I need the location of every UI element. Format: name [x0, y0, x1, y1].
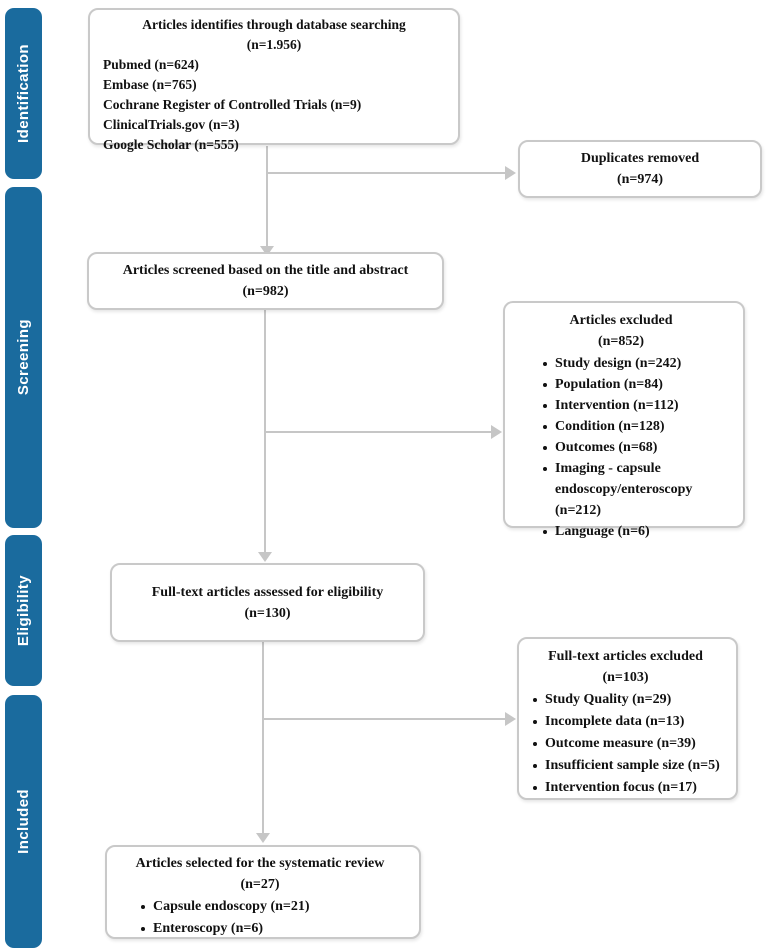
exclusion-reason: Imaging - capsule endoscopy/enteroscopy …	[541, 458, 737, 521]
box-fulltext-excluded: Full-text articles excluded (n=103) Stud…	[517, 637, 738, 800]
box-articles-screened-count: (n=982)	[242, 284, 289, 299]
box-articles-selected-count: (n=27)	[240, 877, 280, 892]
box-articles-selected: Articles selected for the systematic rev…	[105, 845, 421, 939]
arrowhead-right-1	[505, 166, 516, 180]
box-fulltext-excluded-title: Full-text articles excluded	[548, 649, 703, 664]
box-fulltext-excluded-count: (n=103)	[602, 670, 649, 685]
exclusion-reason: Population (n=84)	[541, 374, 737, 395]
source-line: Embase (n=765)	[103, 77, 197, 92]
box-articles-excluded-title: Articles excluded	[569, 313, 673, 328]
exclusion-reason: Condition (n=128)	[541, 416, 737, 437]
box-articles-identified: Articles identifies through database sea…	[88, 8, 460, 152]
source-line: ClinicalTrials.gov (n=3)	[103, 117, 240, 132]
arrowhead-down-3	[256, 833, 270, 843]
box-duplicates-removed-title: Duplicates removed	[580, 151, 700, 166]
selected-modality-list: Capsule endoscopy (n=21) Enteroscopy (n=…	[139, 896, 413, 940]
arrowhead-down-2	[258, 552, 272, 562]
exclusion-reason-list: Study design (n=242) Population (n=84) I…	[541, 353, 737, 542]
stage-bar-eligibility: Eligibility	[5, 535, 42, 686]
database-source-list: Pubmed (n=624) Embase (n=765) Cochrane R…	[98, 55, 450, 155]
fulltext-exclusion-reason: Outcome measure (n=39)	[531, 733, 732, 755]
exclusion-reason: Language (n=6)	[541, 521, 737, 542]
box-articles-screened: Articles screened based on the title and…	[87, 252, 444, 310]
source-line: Cochrane Register of Controlled Trials (…	[103, 97, 362, 112]
box-articles-screened-title: Articles screened based on the title and…	[122, 263, 409, 278]
stage-label-included: Included	[15, 789, 32, 854]
box-articles-identified-title: Articles identifies through database sea…	[142, 17, 406, 32]
stage-bar-screening: Screening	[5, 187, 42, 528]
box-duplicates-removed-count: (n=974)	[616, 172, 664, 187]
fulltext-exclusion-reason-list: Study Quality (n=29) Incomplete data (n=…	[531, 689, 732, 799]
exclusion-reason: Study design (n=242)	[541, 353, 737, 374]
fulltext-exclusion-reason: Study Quality (n=29)	[531, 689, 732, 711]
box-articles-identified-count: (n=1.956)	[246, 37, 302, 52]
fulltext-exclusion-reason: Intervention focus (n=17)	[531, 777, 732, 799]
stage-label-identification: Identification	[15, 44, 32, 143]
selected-modality: Capsule endoscopy (n=21)	[139, 896, 413, 918]
source-line: Pubmed (n=624)	[103, 57, 199, 72]
exclusion-reason: Outcomes (n=68)	[541, 437, 737, 458]
box-fulltext-assessed-title: Full-text articles assessed for eligibil…	[151, 584, 384, 600]
stage-bar-included: Included	[5, 695, 42, 948]
stage-bar-identification: Identification	[5, 8, 42, 179]
fulltext-exclusion-reason: Insufficient sample size (n=5)	[531, 755, 732, 777]
exclusion-reason: Intervention (n=112)	[541, 395, 737, 416]
arrowhead-down-1	[260, 246, 274, 256]
source-line: Google Scholar (n=555)	[103, 137, 239, 152]
arrowhead-right-2	[491, 425, 502, 439]
box-duplicates-removed: Duplicates removed (n=974)	[518, 140, 762, 198]
stage-label-screening: Screening	[15, 319, 32, 396]
box-articles-excluded-count: (n=852)	[597, 334, 645, 349]
box-articles-excluded: Articles excluded (n=852) Study design (…	[503, 301, 745, 539]
arrowhead-right-3	[505, 712, 516, 726]
box-articles-selected-title: Articles selected for the systematic rev…	[135, 856, 385, 871]
box-fulltext-assessed-count: (n=130)	[244, 605, 291, 621]
selected-modality: Enteroscopy (n=6)	[139, 918, 413, 940]
fulltext-exclusion-reason: Incomplete data (n=13)	[531, 711, 732, 733]
stage-label-eligibility: Eligibility	[15, 574, 32, 647]
box-fulltext-assessed: Full-text articles assessed for eligibil…	[110, 563, 425, 642]
